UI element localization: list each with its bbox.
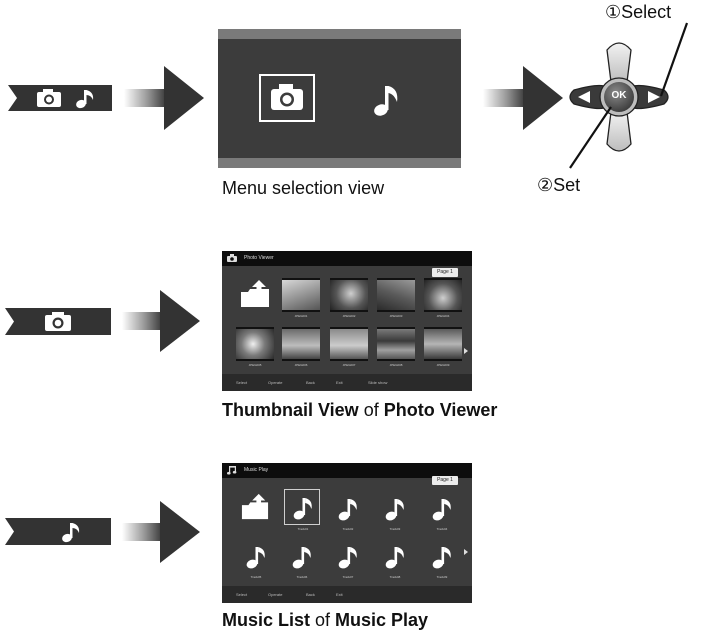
flow-arrow — [122, 501, 200, 563]
nav-up-button — [606, 42, 632, 83]
music-folder-up[interactable] — [238, 491, 274, 535]
folder-up-icon — [241, 493, 269, 520]
music-note-icon — [432, 499, 451, 521]
footer-hint: Slide show — [368, 380, 388, 385]
flow-arrow — [122, 290, 200, 352]
footer-hint: Select — [236, 592, 248, 597]
music-note-icon — [292, 547, 311, 569]
menu-photo-option[interactable] — [259, 74, 315, 122]
music-track-item[interactable]: Track06 — [284, 539, 320, 583]
right-arrow-icon — [648, 91, 660, 103]
next-page-arrow-icon[interactable] — [464, 549, 468, 555]
photo-viewer-caption: Thumbnail View of Photo Viewer — [222, 400, 498, 420]
music-note-icon — [338, 499, 357, 521]
music-track-item[interactable]: Track03 — [377, 491, 413, 535]
page-indicator: Page 1 — [432, 268, 458, 277]
thumbnail-item[interactable]: JPEG004 — [424, 278, 462, 320]
footer-hint: Exit — [336, 380, 343, 385]
music-track-item[interactable]: Track09 — [424, 539, 460, 583]
footer-hint: Operate — [268, 380, 283, 385]
thumbnail-item[interactable]: JPEG008 — [377, 327, 415, 369]
camera-icon — [227, 254, 237, 262]
music-notes-icon — [227, 466, 237, 475]
thumbnail-item[interactable]: JPEG003 — [377, 278, 415, 320]
music-play-caption: Music List of Music Play — [222, 610, 429, 630]
camera-icon — [37, 89, 61, 107]
music-track-item-selected[interactable]: Track01 — [284, 489, 320, 531]
photo-viewer-screen: Photo Viewer Page 1 JPEG001 JPEG002 JPEG… — [222, 251, 472, 391]
footer-hint: Back — [306, 380, 315, 385]
thumbnail-item[interactable]: JPEG009 — [424, 327, 462, 369]
remote-music-button — [5, 518, 111, 545]
next-page-arrow-icon[interactable] — [464, 348, 468, 354]
thumbnail-item[interactable]: JPEG006 — [282, 327, 320, 369]
menu-selection-screen — [218, 29, 461, 168]
nav-down-button — [606, 111, 632, 152]
music-note-icon — [385, 547, 404, 569]
music-note-icon — [385, 499, 404, 521]
music-note-icon — [246, 547, 265, 569]
screen-footer: Select Operate Back Exit Slide show — [222, 374, 472, 391]
music-note-icon — [374, 86, 398, 116]
music-play-screen: Music Play Page 1 Track01 Track02 Track0… — [222, 463, 472, 603]
page-indicator: Page 1 — [432, 476, 458, 485]
menu-selection-caption: Menu selection view — [222, 178, 385, 198]
thumbnail-item[interactable]: JPEG001 — [282, 278, 320, 320]
set-callout: ②Set — [537, 175, 581, 195]
remote-photo-button — [5, 308, 111, 335]
callout-leader-lines — [560, 20, 700, 180]
screen-title-bar: Photo Viewer — [222, 251, 472, 266]
music-track-item[interactable]: Track08 — [377, 539, 413, 583]
remote-menu-button — [8, 85, 112, 111]
footer-hint: Select — [236, 380, 248, 385]
screen-footer: Select Operate Back Exit — [222, 586, 472, 603]
music-track-item[interactable]: Track07 — [330, 539, 366, 583]
select-callout: ①Select — [605, 2, 672, 22]
music-note-icon — [432, 547, 451, 569]
thumbnail-item[interactable]: JPEG005 — [236, 327, 274, 369]
music-note-icon — [76, 90, 94, 109]
footer-hint: Operate — [268, 592, 283, 597]
music-track-item[interactable]: Track04 — [424, 491, 460, 535]
left-arrow-icon — [578, 91, 590, 103]
screen-title: Music Play — [244, 467, 269, 473]
ok-label: OK — [611, 90, 627, 101]
ok-button — [604, 82, 634, 112]
music-track-item[interactable]: Track02 — [330, 491, 366, 535]
thumbnail-item[interactable]: JPEG007 — [330, 327, 368, 369]
menu-music-option[interactable] — [363, 74, 411, 122]
thumbnail-item[interactable]: JPEG002 — [330, 278, 368, 320]
screen-title: Photo Viewer — [244, 255, 274, 261]
music-track-item[interactable]: Track05 — [238, 539, 274, 583]
camera-icon — [45, 312, 71, 331]
remote-navigation-pad: OK — [564, 38, 674, 156]
flow-arrow — [483, 66, 563, 130]
folder-up-icon — [241, 280, 269, 307]
music-note-icon — [62, 523, 80, 543]
camera-icon — [271, 84, 303, 110]
thumbnail-folder-up[interactable] — [236, 278, 274, 320]
music-note-icon — [293, 498, 312, 520]
music-note-icon — [338, 547, 357, 569]
screen-title-bar: Music Play — [222, 463, 472, 478]
footer-hint: Back — [306, 592, 315, 597]
flow-arrow — [124, 66, 204, 130]
footer-hint: Exit — [336, 592, 343, 597]
